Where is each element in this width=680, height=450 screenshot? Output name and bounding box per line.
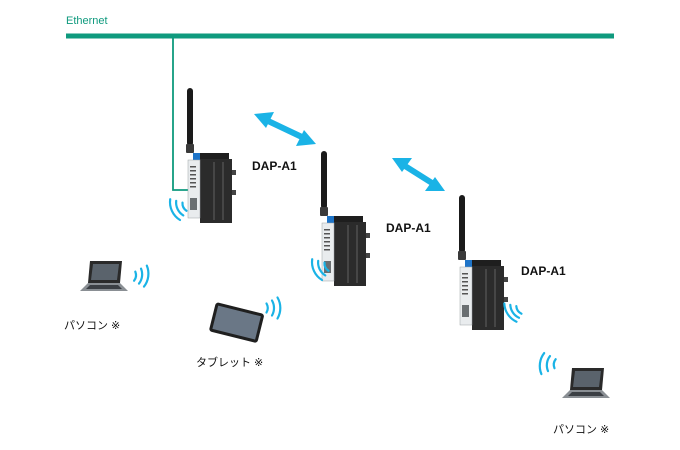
wifi-waves-icon <box>538 352 557 376</box>
laptop-icon <box>562 368 610 398</box>
client-label-pc: パソコン ※ <box>64 320 121 332</box>
device-label: DAP-A1 <box>386 221 431 235</box>
device-label: DAP-A1 <box>252 159 297 173</box>
access-point-device-2 <box>319 150 371 287</box>
link-arrow-1-2 <box>254 112 316 146</box>
tablet-icon <box>208 302 265 344</box>
ethernet-label: Ethernet <box>66 15 108 27</box>
wifi-waves-icon <box>133 264 150 288</box>
access-point-device-1 <box>185 87 237 224</box>
wifi-waves-icon <box>265 296 282 320</box>
client-label-pc: パソコン ※ <box>553 424 610 436</box>
wifi-waves-icon <box>310 258 330 282</box>
ethernet-drop-line <box>172 36 195 191</box>
link-arrow-2-3 <box>392 158 445 191</box>
device-label: DAP-A1 <box>521 264 566 278</box>
wifi-waves-icon <box>503 302 523 323</box>
client-label-tablet: タブレット ※ <box>196 357 264 369</box>
wifi-waves-icon <box>168 198 188 222</box>
access-point-device-3 <box>457 194 509 331</box>
laptop-icon <box>80 261 128 291</box>
